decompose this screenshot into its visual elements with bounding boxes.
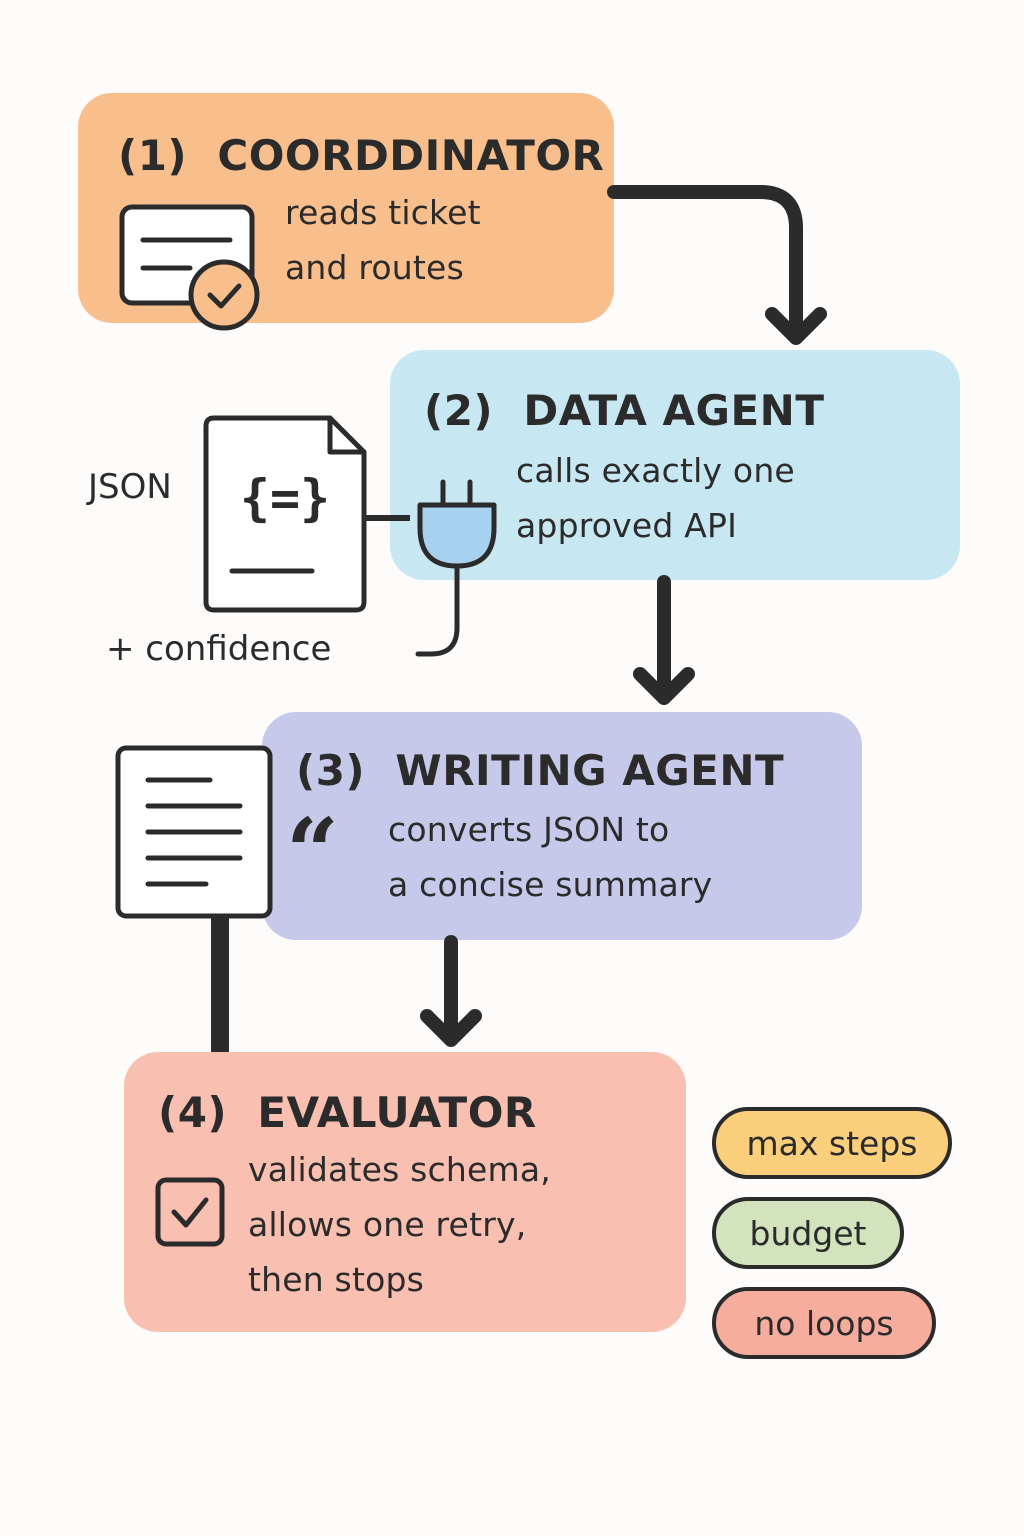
data-agent-title: (2) DATA AGENT <box>424 390 824 432</box>
coordinator-title: (1) COORDDINATOR <box>118 135 604 177</box>
step-title: COORDDINATOR <box>217 131 605 180</box>
arrow-coordinator-to-data <box>607 185 803 339</box>
json-label: JSON <box>88 467 172 507</box>
ticket-check-icon <box>119 204 260 331</box>
step-number: (4) <box>158 1088 228 1137</box>
quote-icon: “ <box>286 798 339 906</box>
constraint-max-steps: max steps <box>712 1107 952 1179</box>
writing-agent-title: (3) WRITING AGENT <box>296 750 784 792</box>
arrowhead-3 <box>420 1009 482 1047</box>
evaluator-box <box>124 1052 686 1332</box>
description-line: a concise summary <box>388 865 713 904</box>
evaluator-description: validates schema, allows one retry, then… <box>248 1142 551 1307</box>
description-line: validates schema, <box>248 1150 551 1189</box>
data-agent-description: calls exactly one approved API <box>516 443 795 553</box>
arrowhead-2 <box>633 667 695 705</box>
description-line: then stops <box>248 1260 425 1299</box>
description-line: and routes <box>285 248 464 287</box>
constraint-no-loops: no loops <box>712 1287 936 1359</box>
step-title: DATA AGENT <box>523 386 825 435</box>
step-number: (2) <box>424 386 494 435</box>
text-document-icon <box>115 745 273 919</box>
description-line: allows one retry, <box>248 1205 527 1244</box>
step-number: (1) <box>118 131 188 180</box>
arrowhead-1 <box>765 307 827 345</box>
confidence-label: + confidence <box>106 629 332 669</box>
description-line: calls exactly one <box>516 451 795 490</box>
checkbox-icon <box>155 1177 225 1247</box>
plug-icon <box>415 479 497 657</box>
json-document-icon: {=} <box>203 415 367 613</box>
description-line: approved API <box>516 506 738 545</box>
description-line: converts JSON to <box>388 810 670 849</box>
constraint-budget: budget <box>712 1197 904 1269</box>
writing-agent-description: converts JSON to a concise summary <box>388 802 712 912</box>
step-title: EVALUATOR <box>257 1088 537 1137</box>
description-line: reads ticket <box>285 193 481 232</box>
step-title: WRITING AGENT <box>395 746 785 795</box>
writing-agent-box <box>262 712 862 940</box>
evaluator-title: (4) EVALUATOR <box>158 1092 537 1134</box>
step-number: (3) <box>296 746 366 795</box>
coordinator-description: reads ticket and routes <box>285 185 481 295</box>
svg-text:{=}: {=} <box>240 469 330 527</box>
